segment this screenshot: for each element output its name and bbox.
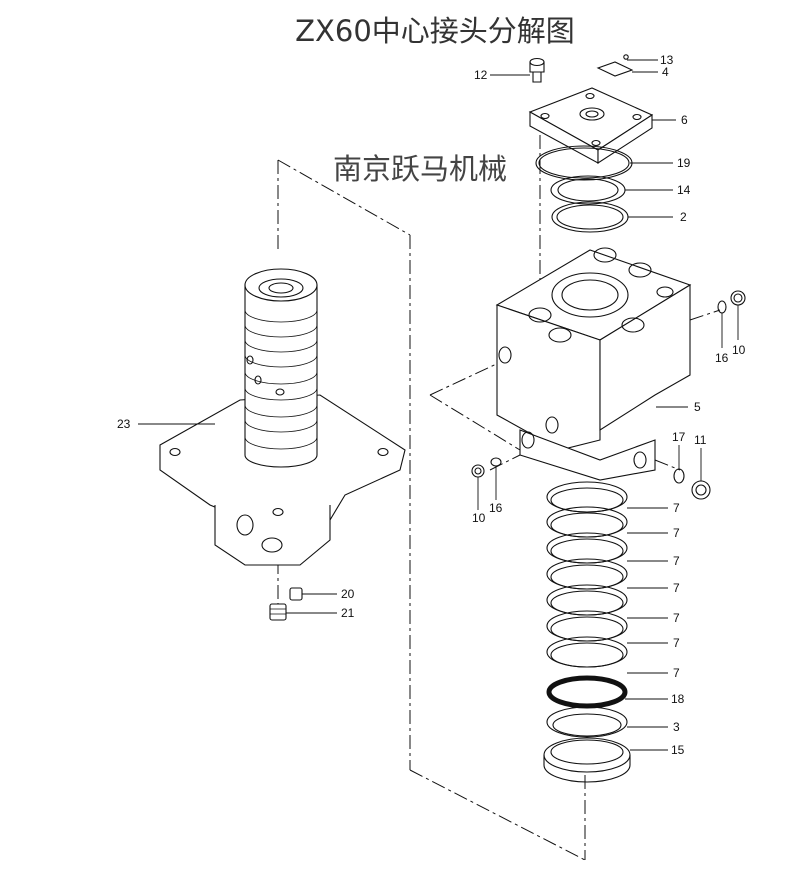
callout-10-left: 10 [472,511,486,525]
assembly-phantom-lines [277,110,721,861]
callout-7-g: 7 [673,666,680,680]
rotor-spindle-part [159,268,406,566]
bolt-12-part [529,57,545,83]
callout-20: 20 [341,587,355,601]
callout-3: 3 [673,720,680,734]
plate-4-part [596,54,634,77]
callout-7-b: 7 [673,526,680,540]
callout-7-a: 7 [673,501,680,515]
seal-16-left-part [490,457,502,467]
callout-10-right: 10 [732,343,746,357]
callout-23: 23 [117,417,131,431]
callout-4: 4 [662,65,669,79]
callout-2: 2 [680,210,687,224]
leader-lines [138,59,739,751]
callout-17: 17 [672,430,686,444]
callout-7-e: 7 [673,611,680,625]
ring-2-part [551,201,629,233]
callout-7-f: 7 [673,636,680,650]
plug-21-part [269,603,287,621]
swivel-body-part [495,247,692,481]
callout-6: 6 [681,113,688,127]
seal-stack-part [543,481,631,783]
callout-21: 21 [341,606,355,620]
callout-5: 5 [694,400,701,414]
seal-17-part [673,468,685,484]
callout-16-left: 16 [489,501,503,515]
watermark-text: 南京跃马机械 [333,152,508,186]
callout-19: 19 [677,156,691,170]
plug-11-part [691,480,711,500]
plug-10-right-part [730,290,746,306]
callout-14: 14 [677,183,691,197]
seal-16-right-part [717,300,727,314]
callout-7-c: 7 [673,554,680,568]
callout-7-d: 7 [673,581,680,595]
callout-16-right: 16 [715,351,729,365]
callout-labels: 13 12 4 6 19 14 2 10 16 5 17 11 10 16 23… [117,53,746,757]
top-cover-part [528,87,654,165]
page-title: ZX60中心接头分解图 [295,14,575,48]
callout-11: 11 [694,433,707,447]
callout-18: 18 [671,692,685,706]
plug-20-part [289,587,303,601]
callout-12: 12 [474,68,488,82]
plug-10-left-part [471,464,485,478]
callout-15: 15 [671,743,685,757]
callout-13: 13 [660,53,674,67]
